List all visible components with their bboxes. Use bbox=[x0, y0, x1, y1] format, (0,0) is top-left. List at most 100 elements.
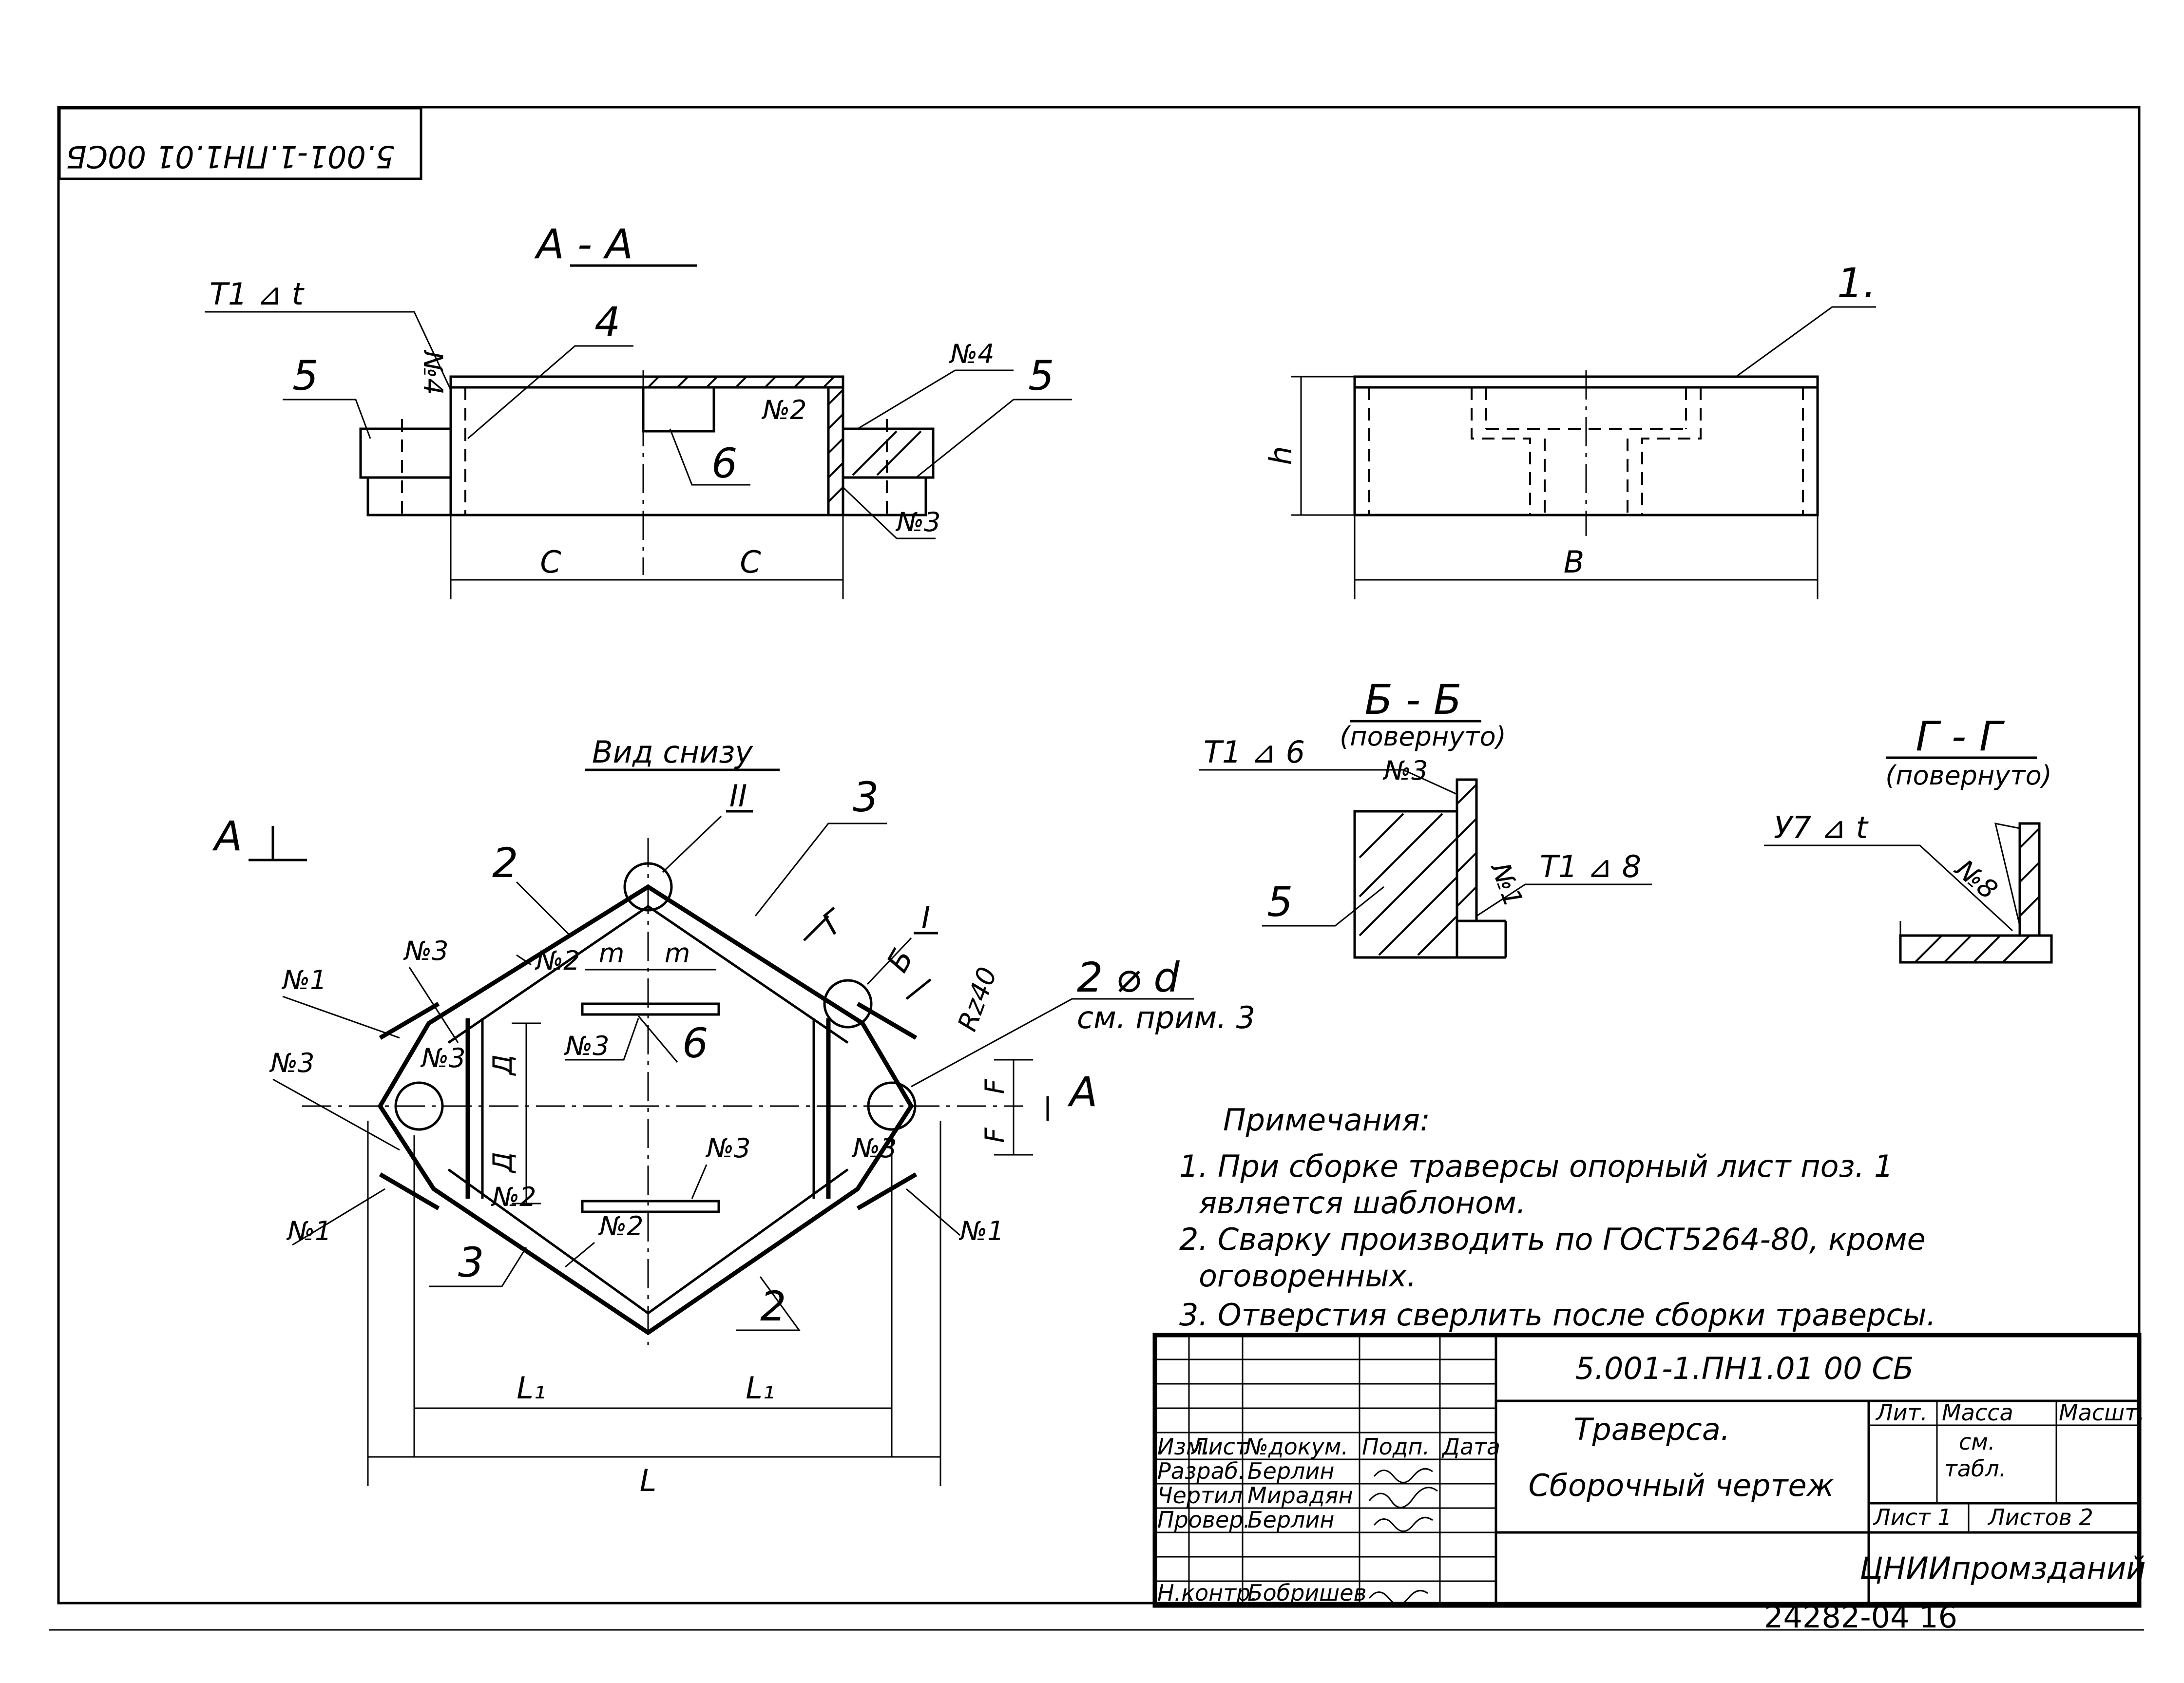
section-aa-title: А - А bbox=[534, 220, 633, 268]
dim-c-left: С bbox=[540, 544, 561, 580]
pos2-top: 2 bbox=[492, 839, 518, 887]
tb-name-3: Берлин bbox=[1247, 1507, 1334, 1533]
no3-inner: №3 bbox=[420, 1043, 466, 1073]
note-line-5: 3. Отверстия сверлить после сборки траве… bbox=[1179, 1297, 1936, 1333]
pos3-top: 3 bbox=[853, 773, 879, 821]
arrow-a-left: А bbox=[212, 812, 242, 860]
holes-note: см. прим. 3 bbox=[1077, 1000, 1255, 1035]
dim-b: В bbox=[1564, 544, 1585, 580]
tb-sheet: Лист 1 bbox=[1873, 1504, 1952, 1530]
no3-right: №3 bbox=[851, 1133, 897, 1164]
no3-mid: №3 bbox=[705, 1133, 751, 1164]
dim-m-right: m bbox=[665, 938, 690, 969]
gg-no8: №8 bbox=[1949, 853, 2003, 905]
pos6-label-bottom: 6 bbox=[682, 1019, 708, 1067]
dim-l1-right: L₁ bbox=[746, 1370, 774, 1406]
dim-h: h bbox=[1263, 446, 1299, 465]
pos5-left-label: 5 bbox=[292, 352, 318, 400]
title-block: Изм. Лист №докум. Подп. Дата Разраб. Бер… bbox=[1152, 1333, 2146, 1608]
note-line-2: является шаблоном. bbox=[1199, 1185, 1526, 1221]
section-gg: Г - Г (повернуто) У7 ⊿ t №8 bbox=[1764, 712, 2053, 964]
pos4-label: 4 bbox=[594, 298, 620, 346]
weld-label-left: Т1 ⊿ t bbox=[210, 276, 305, 312]
tb-mass-value-1: см. bbox=[1959, 1429, 1995, 1455]
tb-name-line1: Траверса. bbox=[1573, 1412, 1730, 1447]
tb-col-date: Дата bbox=[1441, 1434, 1500, 1460]
tb-name-4: Бобришев bbox=[1247, 1580, 1367, 1606]
note-line-1: 1. При сборке траверсы опорный лист поз.… bbox=[1179, 1148, 1893, 1184]
section-aa: А - А bbox=[205, 220, 1072, 599]
pos6-label: 6 bbox=[711, 440, 737, 487]
dim-c-right: С bbox=[740, 544, 761, 580]
dim-f-upper: F bbox=[979, 1079, 1010, 1094]
note-line-4: оговоренных. bbox=[1199, 1258, 1417, 1294]
tb-col-izm: Изм. bbox=[1157, 1434, 1210, 1460]
bb-weld2: Т1 ⊿ 8 bbox=[1540, 849, 1641, 884]
bb-no3: №3 bbox=[1382, 755, 1428, 786]
pos3-bottom: 3 bbox=[458, 1239, 484, 1286]
no3-tl: №3 bbox=[403, 936, 449, 966]
bb-pos5: 5 bbox=[1267, 878, 1293, 926]
dim-m-left: m bbox=[599, 938, 625, 969]
bb-weld1: Т1 ⊿ 6 bbox=[1204, 734, 1305, 770]
tb-name-2: Мирадян bbox=[1247, 1482, 1353, 1509]
tb-scale: Масшт. bbox=[2059, 1399, 2145, 1426]
dim-d-lower: Д bbox=[487, 1152, 518, 1173]
tb-role-1: Разраб. bbox=[1157, 1458, 1245, 1484]
dim-f-lower: F bbox=[979, 1128, 1010, 1143]
dim-l: L bbox=[640, 1463, 657, 1498]
note-line-3: 2. Сварку производить по ГОСТ5264-80, кр… bbox=[1179, 1222, 1926, 1257]
no1-tl: №1 bbox=[281, 965, 327, 995]
tb-role-3: Провер. bbox=[1157, 1507, 1250, 1533]
node-ii: II bbox=[729, 778, 747, 814]
tb-role-4: Н.контр. bbox=[1157, 1580, 1258, 1606]
tb-name-1: Берлин bbox=[1247, 1458, 1334, 1484]
section-gg-title: Г - Г bbox=[1916, 712, 2005, 760]
no2-label: №2 bbox=[761, 395, 807, 425]
gg-weld: У7 ⊿ t bbox=[1774, 810, 1869, 845]
pos5-right-label: 5 bbox=[1028, 352, 1054, 400]
no2-inner: №2 bbox=[535, 945, 580, 976]
node-i: I bbox=[921, 900, 930, 936]
stamp-box: 5.001-1.ПН1.01 00СБ bbox=[58, 107, 422, 180]
tb-col-doc: №докум. bbox=[1244, 1434, 1348, 1460]
roughness-label: Rz40 bbox=[952, 963, 1003, 1035]
section-bb-title: Б - Б bbox=[1365, 676, 1462, 724]
footer-number: 24282-04 16 bbox=[1764, 1599, 1957, 1635]
section-b-marker: Б bbox=[880, 942, 920, 978]
tb-sheets: Листов 2 bbox=[1987, 1504, 2093, 1530]
tb-mass: Масса bbox=[1942, 1399, 2013, 1426]
no1-bl: №1 bbox=[286, 1216, 332, 1246]
dim-l1-left: L₁ bbox=[517, 1370, 545, 1406]
section-g-marker: Г bbox=[815, 902, 853, 941]
stamp-text: 5.001-1.ПН1.01 00СБ bbox=[66, 139, 395, 174]
no1-br: №1 bbox=[958, 1216, 1004, 1246]
section-bb-subtitle: (повернуто) bbox=[1340, 721, 1506, 752]
no4-right: №4 bbox=[949, 339, 995, 369]
no3-plate: №3 bbox=[564, 1031, 610, 1061]
sheet-frame bbox=[49, 106, 2144, 1631]
holes-label: 2 ⌀ d bbox=[1077, 954, 1180, 1001]
tb-col-sign: Подп. bbox=[1362, 1434, 1430, 1460]
bottom-view-title: Вид снизу bbox=[592, 734, 753, 770]
arrow-a-right: А bbox=[1067, 1068, 1097, 1116]
tb-designation: 5.001-1.ПН1.01 00 СБ bbox=[1575, 1351, 1914, 1386]
tb-lit: Лит. bbox=[1875, 1399, 1928, 1426]
no3-label: №3 bbox=[895, 507, 941, 537]
tb-name-line2: Сборочный чертеж bbox=[1528, 1468, 1834, 1503]
section-gg-subtitle: (повернуто) bbox=[1885, 760, 2052, 791]
notes: Примечания: 1. При сборке траверсы опорн… bbox=[1179, 1102, 1936, 1333]
no4-left: №4 bbox=[418, 349, 448, 395]
pos1-label: 1. bbox=[1837, 259, 1876, 307]
tb-role-2: Чертил bbox=[1157, 1482, 1243, 1509]
tb-mass-value-2: табл. bbox=[1944, 1455, 2006, 1482]
bb-no1: №1 bbox=[1485, 858, 1529, 911]
section-bb: Б - Б (повернуто) Т1 ⊿ 6 №3 №1 Т1 ⊿ 8 bbox=[1199, 676, 1652, 959]
no2-low: №2 bbox=[491, 1182, 536, 1212]
tb-org: ЦНИИпромзданий bbox=[1859, 1550, 2146, 1586]
signatures bbox=[1368, 1468, 1438, 1605]
dim-d-upper: Д bbox=[487, 1054, 518, 1076]
no3-left: №3 bbox=[269, 1048, 315, 1078]
side-view: h В 1. bbox=[1263, 259, 1876, 599]
